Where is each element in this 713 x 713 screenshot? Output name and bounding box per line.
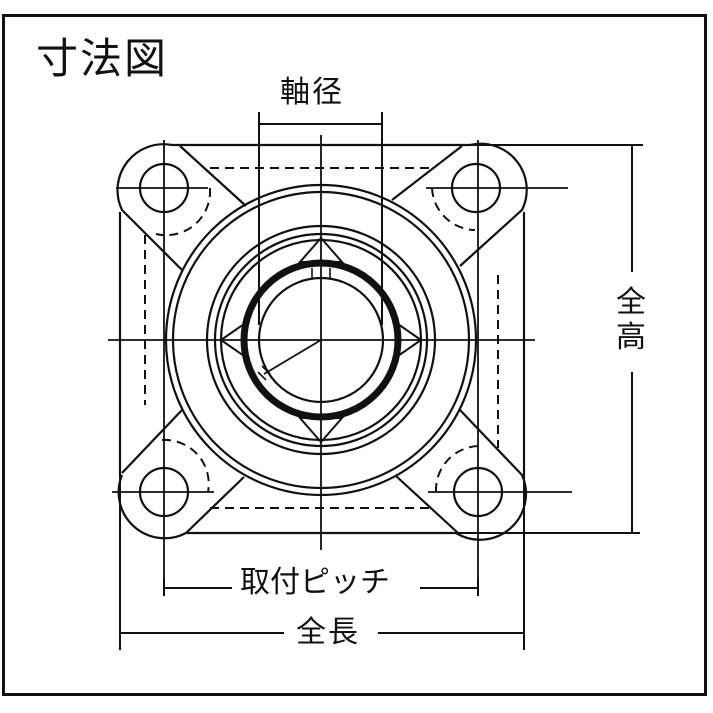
shaft-diameter-label: 軸径 (280, 75, 344, 110)
drawing-frame (2, 14, 707, 696)
overall-length-label: 全長 (290, 618, 366, 648)
center-lines (108, 135, 572, 590)
mounting-pitch-label: 取付ピッチ (236, 568, 394, 598)
dimension-lines (119, 112, 643, 650)
drawing-title: 寸法図 (36, 34, 169, 83)
flange-outline (116, 142, 528, 541)
overall-height-label: 全高 (613, 280, 649, 361)
